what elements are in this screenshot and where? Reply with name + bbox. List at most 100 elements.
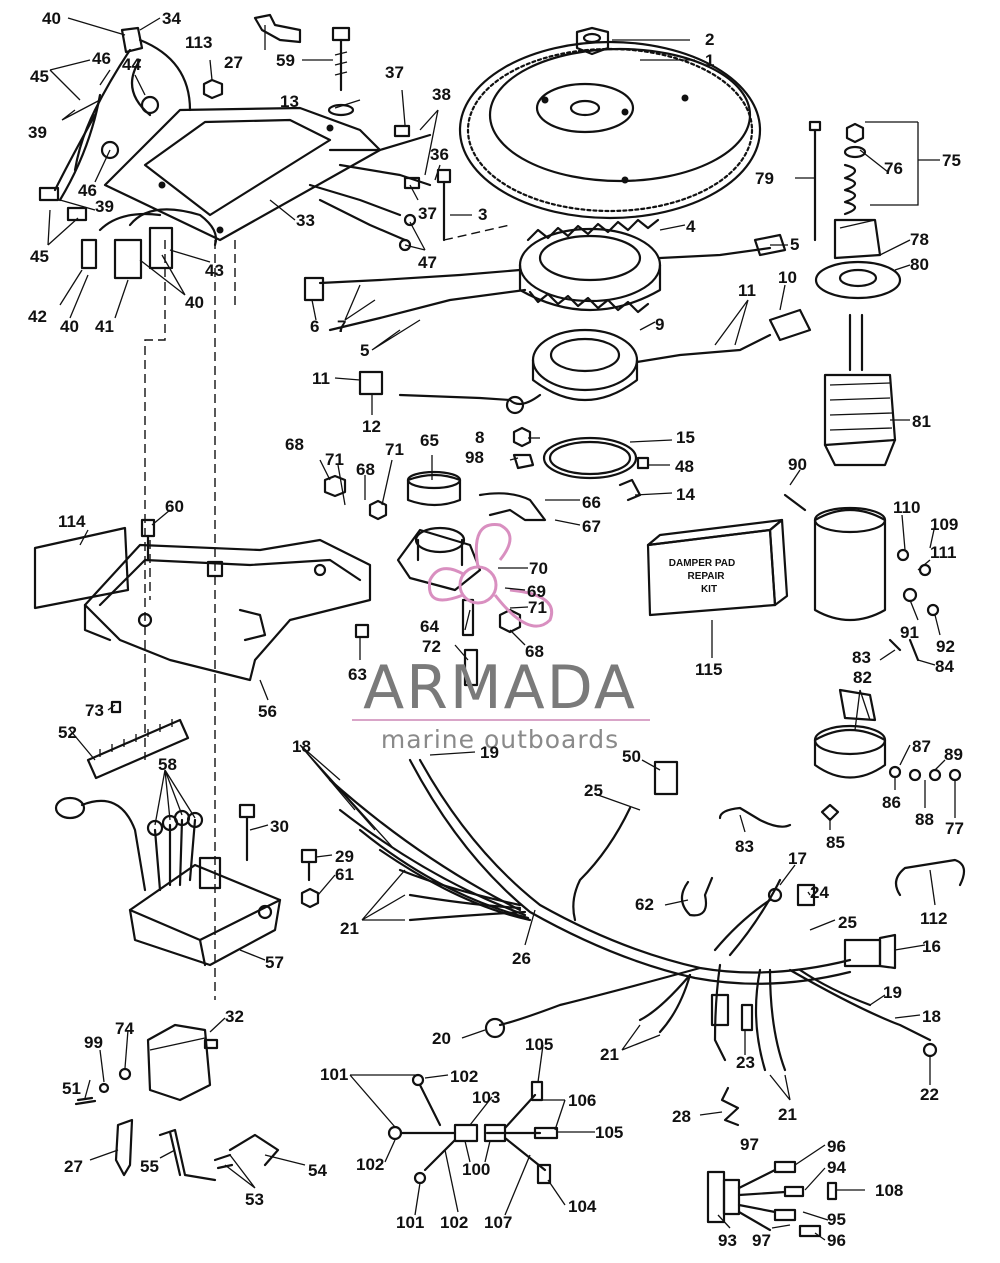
part-label-70: 70 [529,559,548,578]
part-label-56: 56 [258,702,277,721]
part-label-71b: 71 [385,440,404,459]
part-label-107: 107 [484,1213,512,1232]
part-label-33: 33 [296,211,315,230]
part-label-57: 57 [265,953,284,972]
part-label-18b: 18 [922,1007,941,1026]
part-label-68a: 68 [285,435,304,454]
part-label-12: 12 [362,417,381,436]
part-label-42: 42 [28,307,47,326]
callout-leaders [47,17,956,1241]
part-label-17: 17 [788,849,807,868]
part-label-43: 43 [205,261,224,280]
part-label-46b: 46 [78,181,97,200]
part-label-40a: 40 [42,9,61,28]
part-label-108: 108 [875,1181,903,1200]
drawing-layer: DAMPER PAD REPAIR KIT [33,13,966,1238]
stator-icon [518,218,662,314]
part-label-78: 78 [910,230,929,249]
part-label-4: 4 [686,217,696,236]
part-label-104: 104 [568,1197,597,1216]
part-label-53: 53 [245,1190,264,1209]
part-label-105a: 105 [525,1035,553,1054]
small-hardware [512,426,650,502]
part-label-51: 51 [62,1079,81,1098]
screws-29-30 [238,803,320,909]
watermark-brand: ARMADA [363,653,637,723]
flywheel-nut-icon [575,26,610,56]
part-label-20: 20 [432,1029,451,1048]
part-label-63: 63 [348,665,367,684]
part-label-62: 62 [635,895,654,914]
part-label-65: 65 [420,431,439,450]
part-label-98: 98 [465,448,484,467]
part-label-40c: 40 [185,293,204,312]
part-label-83a: 83 [852,648,871,667]
part-label-101b: 101 [396,1213,424,1232]
part-label-91: 91 [900,623,919,642]
part-label-21c: 21 [778,1105,797,1124]
part-label-30: 30 [270,817,289,836]
part-label-102a: 102 [450,1067,478,1086]
part-label-102b: 102 [356,1155,384,1174]
part-label-13: 13 [280,92,299,111]
part-label-52: 52 [58,723,77,742]
part-label-40b: 40 [60,317,79,336]
part-label-6: 6 [310,317,319,336]
part-label-113: 113 [185,33,212,52]
part-label-102c: 102 [440,1213,468,1232]
part-label-21a: 21 [340,919,359,938]
bracket-icon [894,858,966,897]
part-label-54: 54 [308,1161,327,1180]
part-label-29: 29 [335,847,354,866]
kit-label-line3: KIT [701,584,717,595]
part-label-101a: 101 [320,1065,348,1084]
spring-clip-icon [720,1086,740,1127]
part-label-109: 109 [930,515,958,534]
part-label-71c: 71 [528,598,547,617]
electrical-tray-icon [83,538,372,682]
part-label-110: 110 [893,498,920,517]
part-label-22: 22 [920,1085,939,1104]
part-label-100: 100 [462,1160,490,1179]
part-label-69: 69 [527,582,546,601]
part-label-14: 14 [676,485,695,504]
part-label-15: 15 [676,428,695,447]
part-label-97a: 97 [740,1135,759,1154]
armada-watermark: ARMADA marine outboards [352,523,650,754]
part-label-48: 48 [675,457,694,476]
part-label-114: 114 [58,512,86,531]
part-label-45b: 45 [30,247,49,266]
part-label-39b: 39 [95,197,114,216]
part-label-11b: 11 [312,369,330,388]
part-label-11a: 11 [738,281,756,300]
part-label-34: 34 [162,9,181,28]
part-label-32: 32 [225,1007,244,1026]
part-label-36: 36 [430,145,449,164]
part-label-88: 88 [915,810,934,829]
part-label-39a: 39 [28,123,47,142]
timer-base-icon [358,308,812,415]
part-label-27b: 27 [64,1157,83,1176]
part-label-16: 16 [922,937,941,956]
part-label-9: 9 [655,315,664,334]
stud-icon [140,518,156,562]
part-label-1: 1 [705,51,714,70]
part-label-18a: 18 [292,737,311,756]
connector-93-icon [706,1160,838,1238]
part-label-25a: 25 [584,781,603,800]
part-label-5b: 5 [360,341,369,360]
top-left-harness [38,26,192,222]
part-label-96a: 96 [827,1137,846,1156]
kit-label-line1: DAMPER PAD [669,558,735,569]
coil-icon [74,1023,219,1106]
electrical-cover-icon [103,106,382,242]
connector-plugs [80,208,218,280]
part-label-94: 94 [827,1158,846,1177]
part-label-25b: 25 [838,913,857,932]
part-label-67: 67 [582,517,601,536]
part-label-85: 85 [826,833,845,852]
part-label-66: 66 [582,493,601,512]
part-label-84: 84 [935,657,954,676]
part-label-37b: 37 [418,204,437,223]
